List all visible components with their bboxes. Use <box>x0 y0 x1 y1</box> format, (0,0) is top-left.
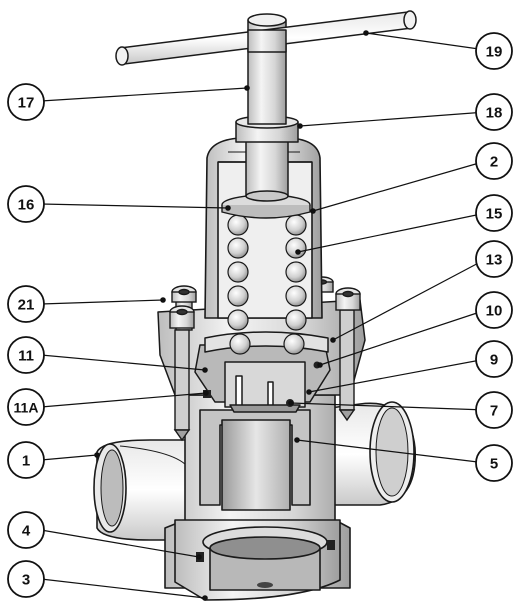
callout-11-label: 11 <box>18 348 34 365</box>
callout-2: 2 <box>475 142 513 180</box>
callout-13: 13 <box>475 240 513 278</box>
callout-3-label: 3 <box>22 572 30 589</box>
callout-1-label: 1 <box>22 453 30 470</box>
callout-9-label: 9 <box>490 352 498 369</box>
spring-plate <box>221 194 311 219</box>
callout-4: 4 <box>7 511 45 549</box>
callout-17: 17 <box>7 83 45 121</box>
central-bore <box>221 419 291 511</box>
callout-16: 16 <box>7 185 45 223</box>
callout-5-label: 5 <box>490 456 498 473</box>
callout-11: 11 <box>7 336 45 374</box>
callout-16-label: 16 <box>18 197 35 214</box>
callout-4-label: 4 <box>22 523 31 540</box>
callout-11a-label: 11A <box>14 400 39 416</box>
callout-2-label: 2 <box>490 154 498 171</box>
callout-18: 18 <box>475 93 513 131</box>
callout-10: 10 <box>475 291 513 329</box>
callout-19-label: 19 <box>486 44 503 61</box>
spring <box>227 214 307 355</box>
callout-21: 21 <box>7 285 45 323</box>
callout-7: 7 <box>475 391 513 429</box>
callout-13-label: 13 <box>486 252 503 269</box>
o-ring-right <box>327 540 335 550</box>
valve-body <box>93 394 416 601</box>
callout-10-label: 10 <box>486 303 503 320</box>
handle-end-left <box>115 46 129 66</box>
callout-11a: 11A <box>7 388 45 426</box>
callout-15: 15 <box>475 194 513 232</box>
callout-15-label: 15 <box>486 206 503 223</box>
callout-3: 3 <box>7 560 45 598</box>
handle-end-right <box>403 10 417 30</box>
callout-18-label: 18 <box>486 105 503 122</box>
callout-bubbles: 19 17 18 2 16 15 13 21 <box>7 32 513 598</box>
callout-5: 5 <box>475 444 513 482</box>
t-handle <box>115 10 417 66</box>
callout-21-label: 21 <box>18 297 35 314</box>
cap-screw-left-front <box>169 305 195 442</box>
callout-1: 1 <box>7 441 45 479</box>
callout-7-label: 7 <box>490 403 498 420</box>
stem-lower <box>245 139 289 197</box>
callout-9: 9 <box>475 340 513 378</box>
callout-19: 19 <box>475 32 513 70</box>
leader-lines <box>40 30 487 601</box>
callout-17-label: 17 <box>18 95 35 112</box>
